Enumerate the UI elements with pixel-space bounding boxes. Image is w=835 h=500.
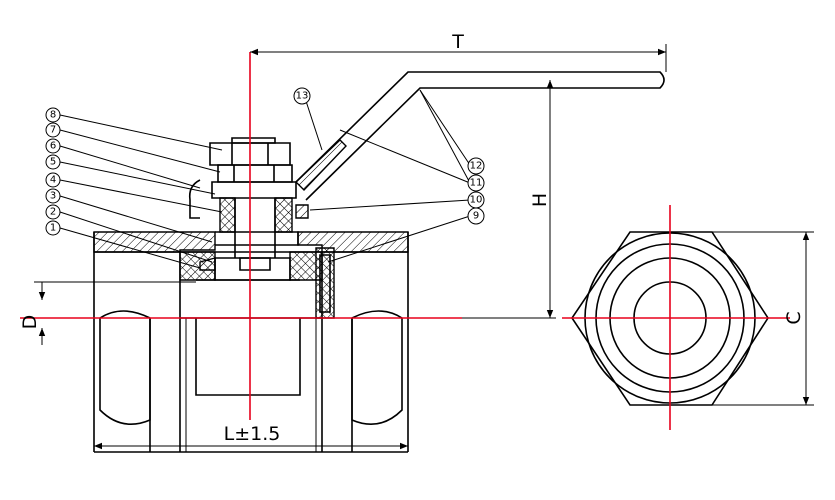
svg-text:10: 10 — [470, 195, 483, 206]
stem-tang — [239, 257, 271, 271]
bubble-6: 6 — [45, 138, 61, 154]
svg-text:3: 3 — [50, 191, 56, 202]
centerlines — [20, 52, 790, 430]
leader-3 — [59, 195, 213, 243]
bubble-7: 7 — [45, 122, 61, 138]
part-callouts: 8 7 6 5 4 3 2 1 13 12 11 10 9 — [45, 87, 485, 269]
handle-grip — [294, 139, 347, 192]
handle-lever — [295, 71, 665, 201]
stem-packing-left — [219, 197, 236, 233]
lock-washer — [211, 181, 297, 199]
bubble-5: 5 — [45, 154, 61, 170]
bubble-4: 4 — [45, 172, 61, 188]
leader-10 — [309, 199, 471, 211]
stop-bracket — [188, 179, 201, 219]
lower-nut — [217, 164, 293, 183]
bubble-3: 3 — [45, 188, 61, 204]
bubble-9: 9 — [467, 207, 485, 225]
dimensions: T H C D L±1.5 — [19, 31, 814, 450]
end-cap-insert — [315, 247, 335, 319]
thread-lines — [185, 318, 317, 452]
left-hex-face — [99, 318, 151, 426]
bubble-10: 10 — [467, 191, 485, 209]
upper-nut-flats — [231, 143, 269, 165]
seat-ring-left — [199, 257, 216, 271]
bore-bottom — [195, 318, 301, 396]
stop-pin — [295, 204, 309, 219]
H-label: H — [529, 193, 551, 207]
svg-text:5: 5 — [50, 157, 56, 168]
svg-text:2: 2 — [50, 207, 56, 218]
leader-11b — [419, 89, 471, 184]
left-hex-curve — [99, 310, 151, 319]
ball-top — [214, 257, 291, 281]
svg-text:9: 9 — [473, 211, 479, 222]
T-label: T — [451, 31, 464, 53]
bubble-8: 8 — [45, 107, 61, 123]
bubble-13: 13 — [293, 87, 311, 105]
L-label: L±1.5 — [224, 423, 281, 445]
svg-text:11: 11 — [470, 178, 483, 189]
valve-side-view — [93, 71, 665, 453]
svg-text:1: 1 — [50, 223, 56, 234]
D-label: D — [19, 315, 41, 330]
leader-1 — [59, 227, 201, 269]
svg-text:6: 6 — [50, 141, 56, 152]
leader-2 — [59, 211, 213, 263]
svg-text:4: 4 — [50, 175, 56, 186]
leader-6 — [59, 145, 201, 189]
leader-13 — [304, 97, 323, 151]
body-top-left-section — [93, 231, 216, 253]
leader-5 — [59, 161, 216, 195]
body-ends — [93, 232, 409, 452]
body-top-right-section — [297, 231, 409, 253]
right-hex-face — [351, 318, 403, 426]
leader-11a — [339, 129, 471, 184]
leader-9 — [327, 215, 471, 263]
stem-sides — [234, 198, 276, 258]
leader-8 — [59, 114, 223, 151]
end-cap-ring — [319, 254, 331, 313]
svg-text:7: 7 — [50, 125, 56, 136]
leader-7 — [59, 129, 221, 173]
leader-4 — [59, 179, 223, 213]
right-hex-curve — [351, 310, 403, 319]
svg-text:13: 13 — [296, 91, 309, 102]
svg-text:12: 12 — [470, 161, 483, 172]
body-shoulders — [149, 318, 353, 452]
bubble-1: 1 — [45, 220, 61, 236]
C-label: C — [783, 311, 805, 324]
lower-nut-flats — [233, 165, 275, 182]
gland-flange — [215, 231, 299, 246]
leader-12 — [419, 89, 471, 166]
bubble-2: 2 — [45, 204, 61, 220]
bubble-11: 11 — [467, 174, 485, 192]
stem-packing-right — [274, 197, 293, 233]
bubble-12: 12 — [467, 157, 485, 175]
nut-cap — [231, 137, 276, 144]
svg-text:8: 8 — [50, 110, 56, 121]
